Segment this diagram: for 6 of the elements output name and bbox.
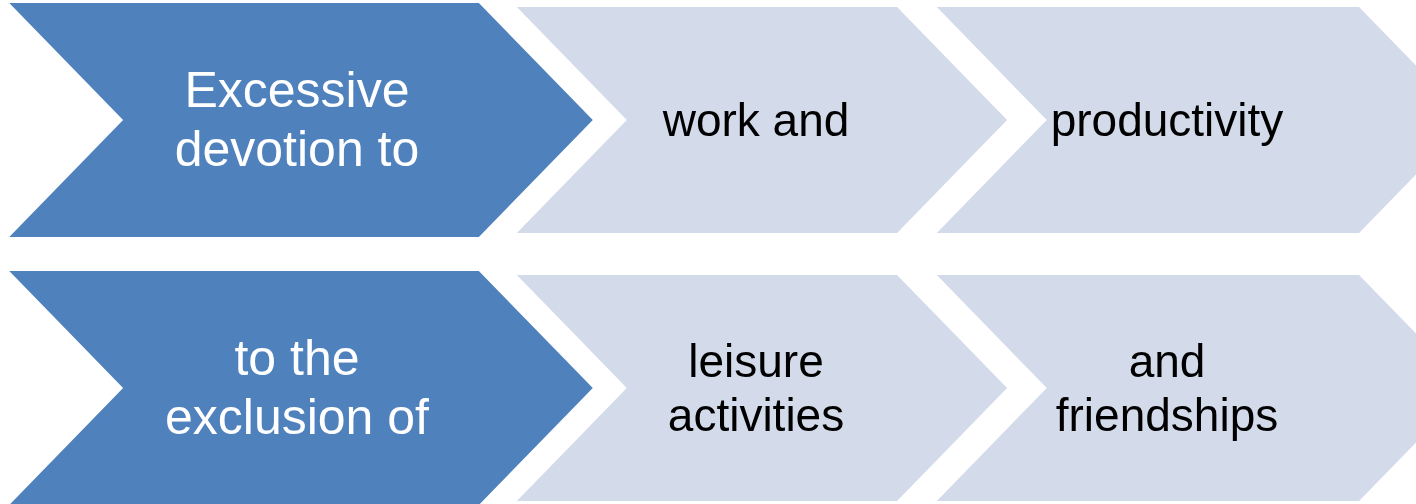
chevron-label: Excessive devotion to [173, 61, 421, 179]
chevron-label: to the exclusion of [163, 329, 430, 447]
chevron-label: productivity [1050, 92, 1284, 148]
chevron-label: leisure activities [666, 333, 846, 443]
chevron-label: work and [662, 92, 850, 148]
chevron-label: and friendships [1054, 333, 1280, 443]
